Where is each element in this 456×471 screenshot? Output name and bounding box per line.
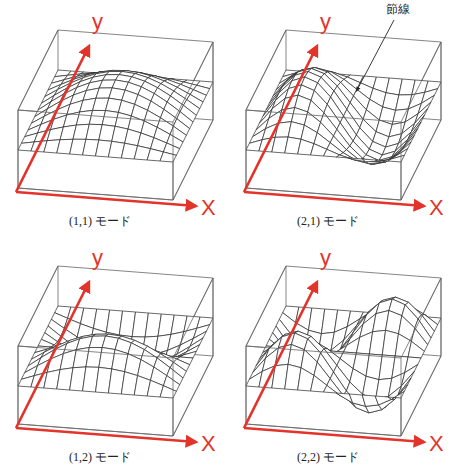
mesh-cell — [324, 149, 340, 157]
mode-caption: (1,2) モード — [69, 451, 131, 464]
box-back-edges — [246, 30, 441, 200]
box-edge — [246, 346, 247, 424]
box-edge — [18, 30, 58, 110]
axis-arrow — [244, 282, 317, 428]
membrane-surface — [18, 70, 213, 162]
box-front-edges — [246, 30, 441, 200]
box-edge — [401, 356, 441, 436]
axis-label: X — [201, 196, 216, 220]
box-front-edges — [246, 266, 441, 436]
axis-label: y — [320, 10, 331, 34]
box-edge — [401, 356, 441, 436]
box-edge — [246, 110, 401, 122]
box-edge — [173, 120, 213, 200]
axis-label: X — [429, 432, 444, 456]
box-edge — [401, 122, 402, 200]
box-edge — [58, 30, 213, 42]
axis-arrow — [16, 428, 196, 442]
mode-panel — [244, 30, 441, 206]
box-edge — [18, 110, 173, 122]
box-edge — [18, 110, 19, 188]
box-edge — [246, 110, 247, 188]
box-edge — [18, 30, 58, 110]
membrane-surface — [246, 297, 441, 413]
mode-caption: (1,1) モード — [69, 215, 131, 228]
box-edge — [246, 346, 401, 358]
box-edge — [173, 122, 174, 200]
mesh-cell — [388, 155, 404, 162]
box-edge — [441, 42, 442, 120]
box-edge — [58, 266, 213, 278]
box-back-edges — [18, 266, 213, 436]
mode-caption: (2,2) モード — [297, 451, 359, 464]
box-edge — [246, 346, 247, 424]
box-edge — [213, 42, 214, 120]
box-edge — [286, 30, 441, 42]
box-edge — [18, 266, 58, 346]
axis-arrows — [244, 282, 424, 442]
axis-arrows — [16, 46, 196, 206]
box-edge — [213, 42, 214, 120]
box-back-edges — [18, 30, 213, 200]
box-edge — [441, 278, 442, 356]
box-edge — [173, 278, 213, 358]
box-edge — [401, 120, 441, 200]
axis-arrow — [16, 46, 89, 192]
box-edge — [173, 358, 174, 436]
box-front-edges — [18, 30, 213, 200]
box-back-edges — [246, 266, 441, 436]
axis-label: X — [429, 196, 444, 220]
box-edge — [18, 346, 19, 424]
membrane-surface — [18, 306, 213, 398]
box-edge — [401, 278, 441, 358]
box-edge — [401, 358, 402, 436]
axis-arrow — [16, 282, 89, 428]
box-edge — [401, 358, 402, 436]
box-edge — [246, 266, 286, 346]
box-edge — [246, 30, 286, 110]
mesh-cell — [160, 386, 176, 398]
axis-label: X — [201, 432, 216, 456]
mode-panel — [16, 30, 213, 206]
box-edge — [246, 110, 247, 188]
box-edge — [401, 42, 441, 122]
axis-arrow — [244, 428, 424, 442]
mode-panel — [244, 266, 441, 442]
mesh-cell — [408, 341, 424, 358]
axis-label: y — [320, 246, 331, 270]
leader-line — [357, 20, 395, 91]
box-edge — [18, 346, 173, 358]
mode-caption: (2,1) モード — [297, 215, 359, 228]
axis-arrows — [16, 282, 196, 442]
box-edge — [173, 358, 174, 436]
axis-label: y — [92, 10, 103, 34]
axis-arrow — [244, 192, 424, 206]
mode-panel — [16, 266, 213, 442]
box-edge — [213, 278, 214, 356]
membrane-surface — [246, 68, 441, 165]
box-edge — [286, 266, 441, 278]
box-edge — [18, 346, 19, 424]
axis-arrows — [244, 46, 424, 206]
box-edge — [401, 278, 441, 358]
box-edge — [173, 122, 174, 200]
nodal-line-label: 節線 — [386, 3, 410, 16]
box-edge — [213, 278, 214, 356]
box-edge — [401, 122, 402, 200]
axis-arrow — [244, 46, 317, 192]
box-front-edges — [18, 266, 213, 436]
box-edge — [441, 278, 442, 356]
axis-arrow — [16, 192, 196, 206]
box-edge — [441, 42, 442, 120]
mesh-cell — [160, 152, 176, 162]
box-edge — [18, 110, 19, 188]
mesh-cell — [388, 391, 404, 399]
box-edge — [173, 42, 213, 122]
box-edge — [173, 356, 213, 436]
axis-label: y — [92, 246, 103, 270]
